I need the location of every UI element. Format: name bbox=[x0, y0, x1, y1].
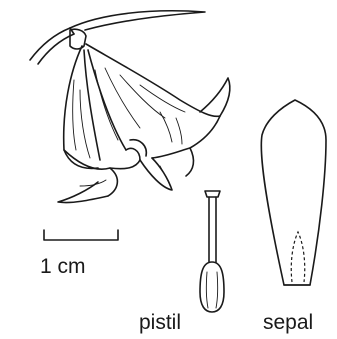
pistil-drawing bbox=[200, 191, 224, 312]
scale-label: 1 cm bbox=[40, 256, 86, 277]
flower-stem bbox=[30, 11, 205, 64]
pistil-label: pistil bbox=[139, 312, 181, 333]
flower-corolla bbox=[58, 44, 230, 203]
sepal-label: sepal bbox=[263, 312, 313, 333]
scale-bar bbox=[44, 230, 118, 240]
sepal-drawing bbox=[261, 100, 326, 285]
